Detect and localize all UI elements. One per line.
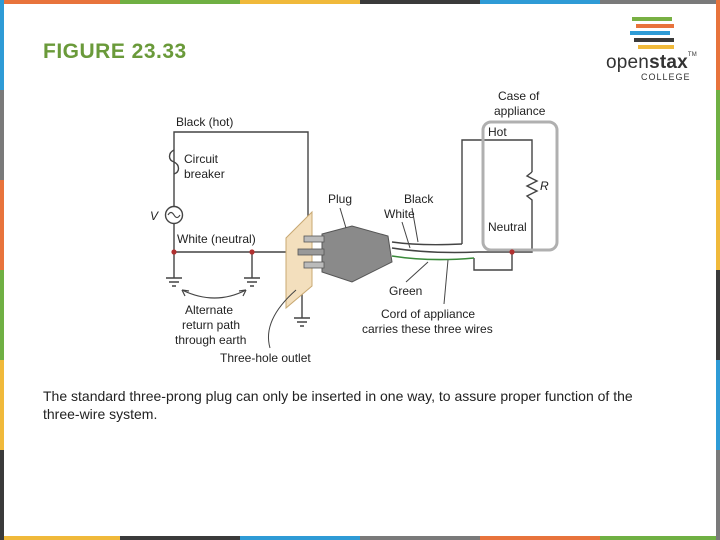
label-black-hot: Black (hot)	[176, 115, 233, 129]
outlet-leader-line	[268, 289, 297, 349]
logo-trademark: TM	[687, 52, 697, 58]
label-green: Green	[389, 284, 422, 298]
label-alt-3: through earth	[175, 333, 246, 347]
top-border	[0, 0, 720, 4]
junction-dot	[249, 249, 255, 255]
logo-bars-icon	[630, 17, 674, 49]
label-alt-2: return path	[182, 318, 240, 332]
border-segment	[0, 0, 4, 90]
plug-prong-top	[303, 235, 325, 243]
right-border	[716, 0, 720, 540]
border-segment	[716, 0, 720, 90]
three-wire-diagram: Black (hot) Circuit breaker V White (neu…	[150, 89, 559, 365]
cord-green-wire	[391, 255, 475, 261]
border-segment	[0, 270, 4, 360]
border-segment	[240, 0, 360, 4]
arrowhead-icon	[181, 289, 247, 297]
border-segment	[716, 360, 720, 450]
border-segment	[480, 0, 600, 4]
border-segment	[240, 536, 360, 540]
plug-leader-line	[339, 207, 347, 229]
outlet-plate	[285, 210, 313, 310]
border-segment	[600, 536, 720, 540]
border-segment	[0, 450, 4, 540]
ground-symbol	[244, 277, 260, 287]
figure-title: FIGURE 23.33	[43, 40, 187, 63]
label-white: White	[384, 207, 415, 221]
border-segment	[0, 180, 4, 270]
ground-symbol	[166, 277, 182, 287]
label-neutral: Neutral	[488, 220, 527, 234]
logo-bar	[634, 38, 674, 42]
border-segment	[0, 360, 4, 450]
cord-white-wire	[391, 247, 479, 254]
label-black: Black	[404, 192, 434, 206]
logo-bar	[638, 45, 674, 49]
junction-dot	[171, 249, 177, 255]
border-segment	[480, 536, 600, 540]
border-segment	[716, 450, 720, 540]
label-white-neutral: White (neutral)	[177, 232, 256, 246]
label-hot: Hot	[488, 125, 507, 139]
border-segment	[0, 90, 4, 180]
alternate-return-arrow	[181, 289, 247, 299]
label-cord-2: carries these three wires	[362, 322, 493, 336]
openstax-logo: openstaxTM COLLEGE	[606, 16, 698, 82]
label-breaker: breaker	[184, 167, 225, 181]
cord-leader-line	[443, 259, 449, 305]
border-segment	[120, 536, 240, 540]
white-leader-line	[401, 221, 411, 249]
appliance-hot-wire	[461, 139, 533, 244]
ground-symbol	[294, 317, 310, 327]
border-segment	[716, 270, 720, 360]
logo-subtitle: COLLEGE	[641, 72, 691, 82]
appliance-green-wire	[473, 252, 513, 271]
label-case-2: appliance	[494, 104, 546, 118]
logo-bar	[630, 31, 670, 35]
bottom-border	[0, 536, 720, 540]
label-resistor: R	[540, 179, 549, 193]
label-case-1: Case of	[498, 89, 540, 103]
junction-dot	[509, 249, 515, 255]
border-segment	[0, 0, 120, 4]
border-segment	[716, 180, 720, 270]
ac-wave-icon	[167, 211, 181, 219]
black-leader-line	[411, 207, 419, 243]
circuit-breaker-icon	[168, 149, 180, 175]
label-alt-1: Alternate	[185, 303, 233, 317]
label-outlet: Three-hole outlet	[220, 351, 311, 365]
green-leader-line	[405, 261, 429, 283]
border-segment	[360, 0, 480, 4]
logo-bar	[636, 24, 674, 28]
figure-caption: The standard three-prong plug can only b…	[43, 388, 633, 422]
logo-wordmark: openstaxTM	[606, 52, 697, 74]
label-voltage: V	[150, 209, 159, 223]
logo-bar	[632, 17, 672, 21]
border-segment	[716, 90, 720, 180]
logo-word-light: open	[606, 52, 650, 73]
border-segment	[120, 0, 240, 4]
plug-body	[321, 225, 393, 283]
cord-black-wire	[391, 241, 463, 246]
logo-word-bold: stax	[649, 52, 688, 73]
plug-prong-ground	[297, 248, 325, 256]
label-plug: Plug	[328, 192, 352, 206]
label-cord-1: Cord of appliance	[381, 307, 475, 321]
label-circuit: Circuit	[184, 152, 219, 166]
appliance-case	[481, 120, 559, 252]
plug-prong-bottom	[303, 261, 325, 269]
border-segment	[0, 536, 120, 540]
left-border	[0, 0, 4, 540]
hot-wire	[173, 131, 309, 236]
border-segment	[600, 0, 720, 4]
border-segment	[360, 536, 480, 540]
appliance-resistor	[478, 171, 539, 253]
